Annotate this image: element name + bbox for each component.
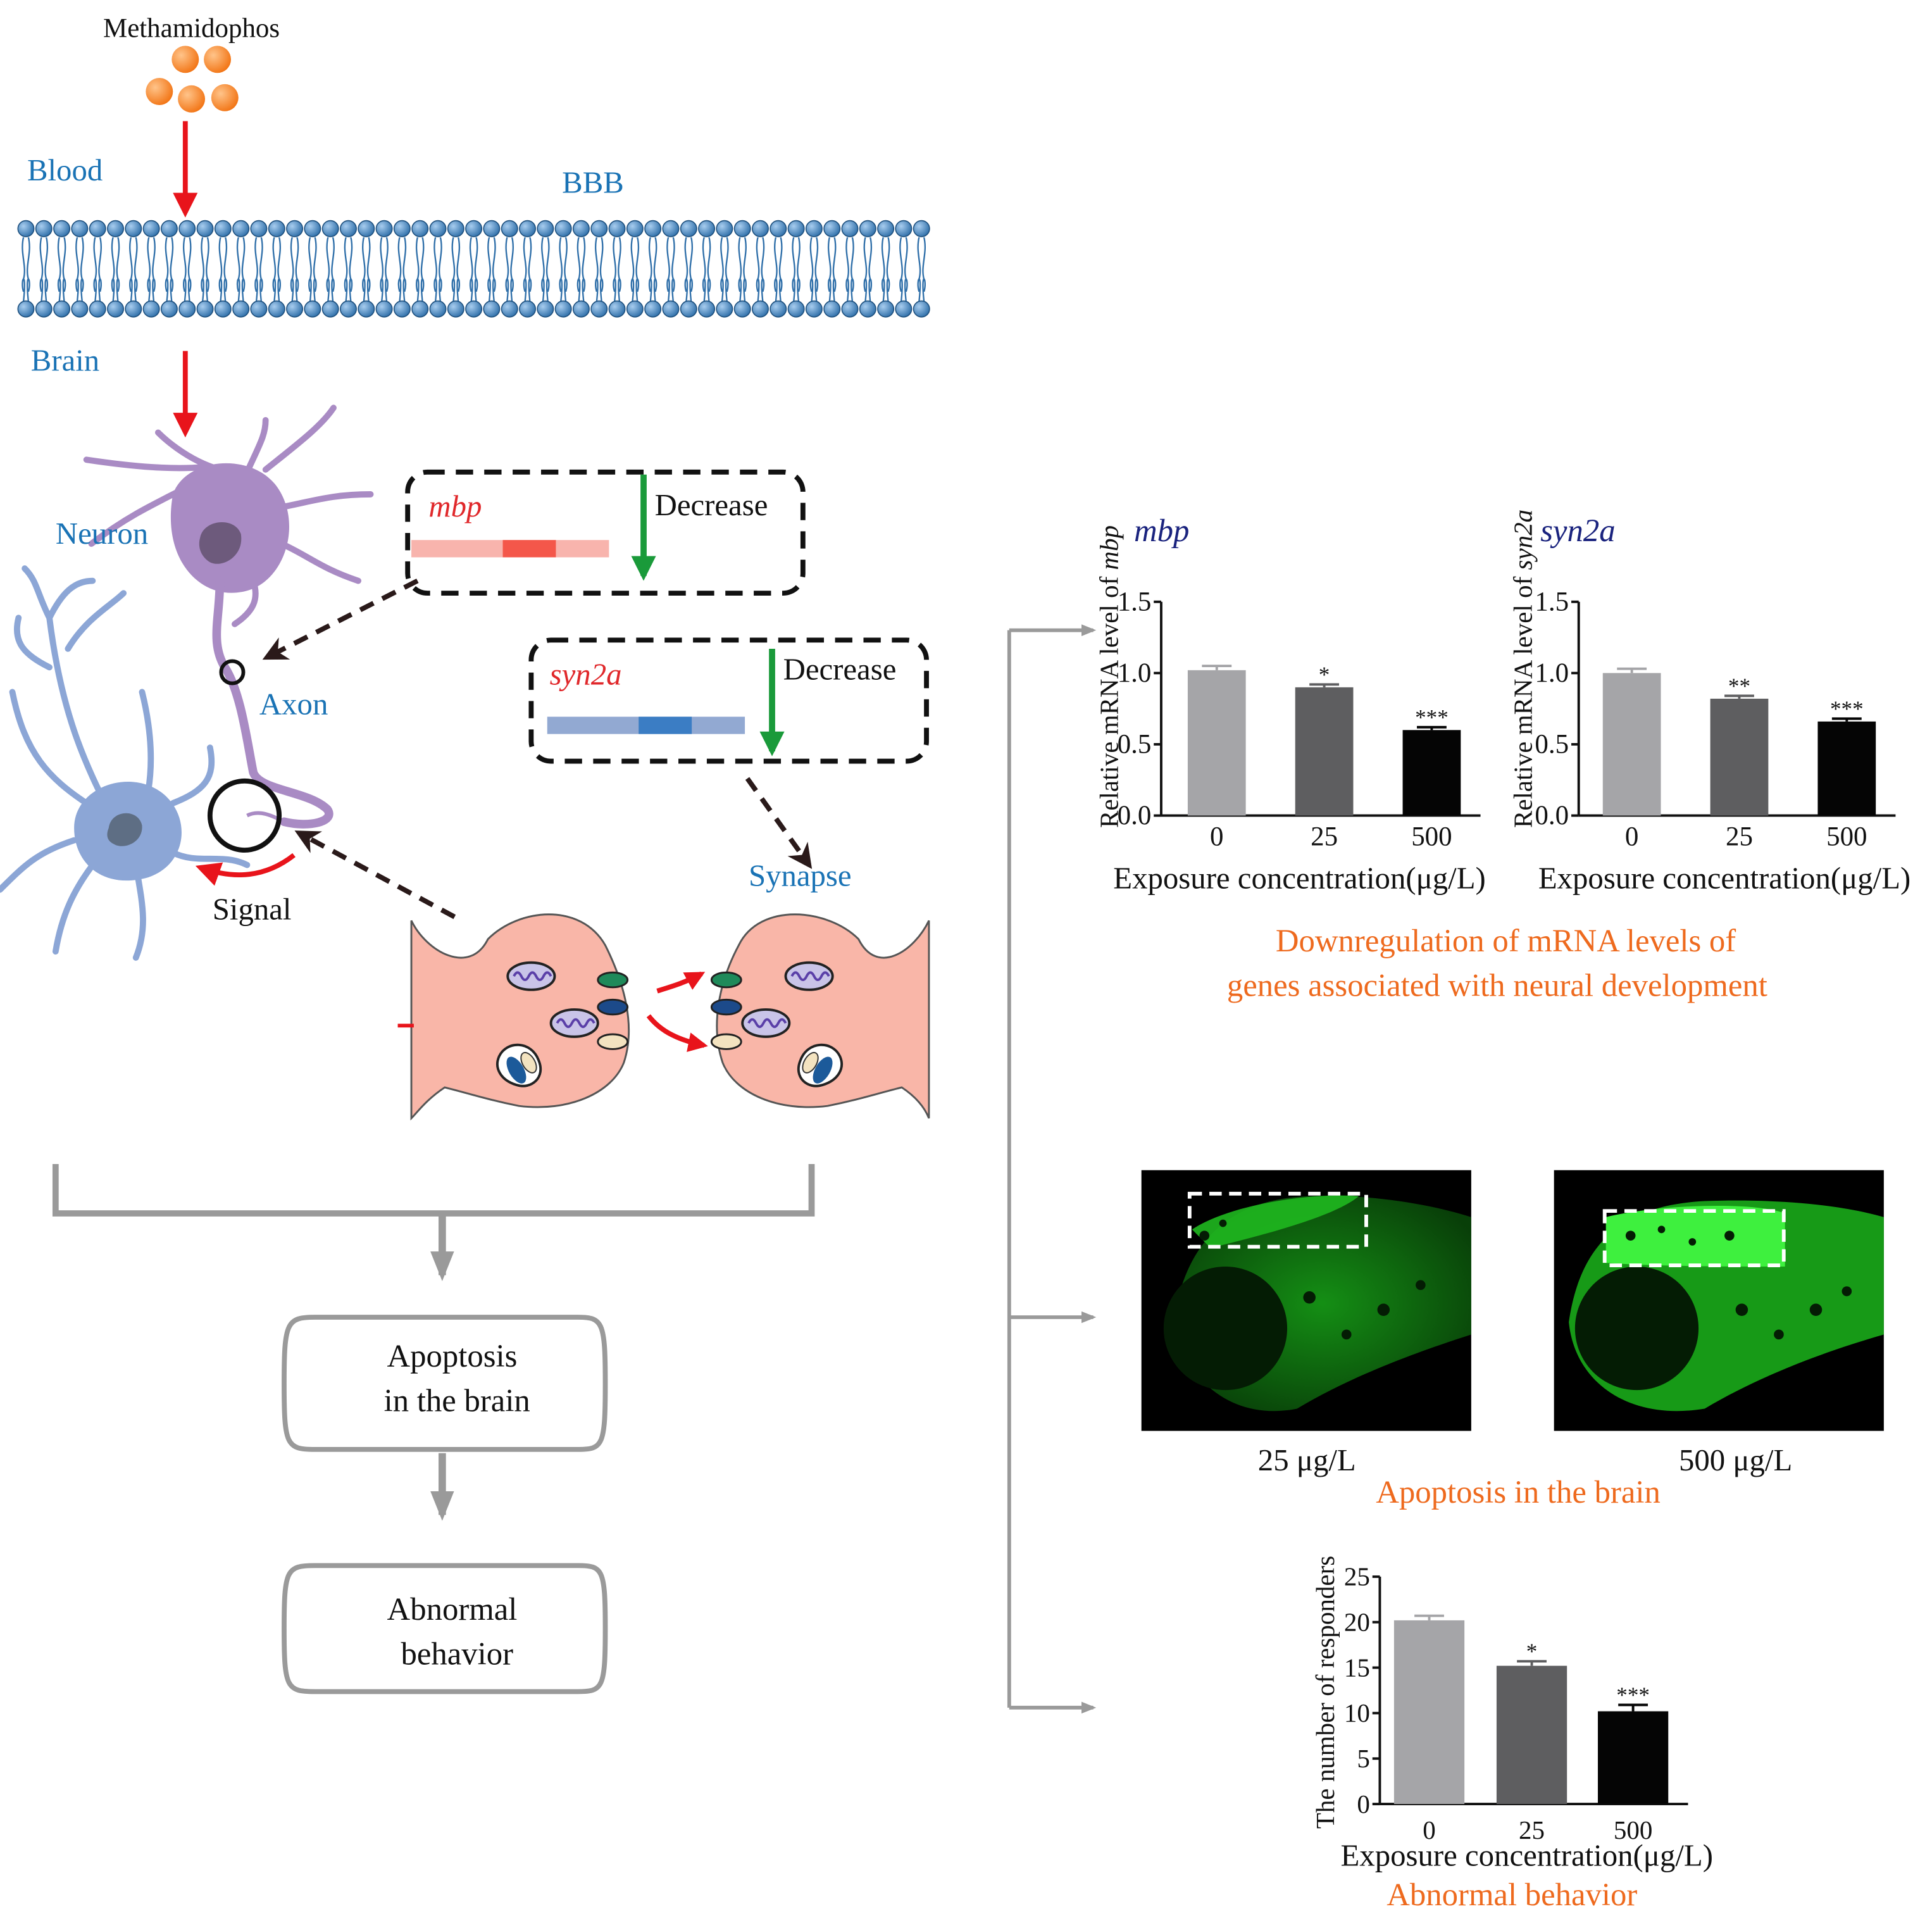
x-tick-label: 500 bbox=[1826, 822, 1867, 851]
y-tick-label: 1.0 bbox=[1118, 658, 1152, 688]
significance-label: *** bbox=[1616, 1683, 1650, 1708]
behavior-step-line2: behavior bbox=[401, 1636, 513, 1672]
binding-arrow bbox=[646, 1014, 708, 1052]
y-tick-label: 20 bbox=[1344, 1607, 1370, 1636]
bbb-label: BBB bbox=[562, 166, 624, 200]
x-tick-label: 25 bbox=[1311, 822, 1338, 851]
significance-label: * bbox=[1319, 662, 1330, 687]
y-tick-label: 0.0 bbox=[1118, 801, 1152, 830]
significance-label: *** bbox=[1830, 696, 1864, 721]
bar bbox=[1710, 698, 1769, 816]
bar bbox=[1393, 1620, 1465, 1805]
y-tick-label: 1.5 bbox=[1535, 587, 1569, 617]
x-tick-label: 25 bbox=[1726, 822, 1753, 851]
brain-label: Brain bbox=[31, 344, 99, 378]
y-tick-label: 5 bbox=[1357, 1744, 1370, 1773]
mbp-decrease-label: Decrease bbox=[655, 488, 768, 522]
synapse-to-neuron-arrow bbox=[294, 830, 456, 919]
methamidophos-label: Methamidophos bbox=[103, 14, 280, 44]
mrna-caption-line1: Downregulation of mRNA levels of bbox=[1276, 923, 1736, 958]
y-tick-label: 0 bbox=[1357, 1789, 1370, 1819]
syn2a-to-synapse-arrow bbox=[745, 777, 813, 869]
signal-arrow bbox=[195, 853, 296, 886]
y-tick-label: 0.5 bbox=[1535, 730, 1569, 760]
apoptosis-step-box: Apoptosis in the brain bbox=[282, 1315, 608, 1452]
bar bbox=[1402, 730, 1461, 816]
apoptosis-step-line1: Apoptosis bbox=[387, 1338, 518, 1374]
mbp-to-axon-arrow bbox=[262, 579, 419, 660]
left-flow-connectors bbox=[52, 1163, 815, 1521]
receptors bbox=[597, 971, 742, 1050]
right-bracket-connector bbox=[1007, 624, 1097, 1714]
release-arrow bbox=[656, 971, 706, 994]
mrna-caption-line2: genes associated with neural development bbox=[1227, 967, 1767, 1003]
bar bbox=[1602, 673, 1661, 816]
micrograph-500-label: 500 μg/L bbox=[1679, 1443, 1792, 1477]
significance-label: *** bbox=[1415, 705, 1449, 730]
synapse-label: Synapse bbox=[749, 859, 852, 893]
y-tick-label: 25 bbox=[1344, 1562, 1370, 1591]
micrograph-25-label: 25 μg/L bbox=[1258, 1443, 1356, 1477]
vesicles bbox=[496, 1043, 843, 1087]
syn2a-gene-label: syn2a bbox=[550, 658, 622, 692]
syn2a-gene-highlight bbox=[639, 717, 692, 734]
y-tick-label: 0.5 bbox=[1118, 730, 1152, 760]
bar bbox=[1496, 1665, 1567, 1805]
y-axis-label: The number of responders bbox=[1311, 1556, 1340, 1829]
syn2a-decrease-box: syn2a Decrease bbox=[528, 637, 929, 764]
y-axis-label: Relative mRNA level of syn2a bbox=[1509, 510, 1538, 828]
synapse-marker-circle bbox=[207, 778, 282, 853]
y-axis-label: Relative mRNA level of mbp bbox=[1095, 525, 1124, 828]
blood-brain-barrier-membrane bbox=[17, 220, 930, 318]
axon-marker-circle bbox=[219, 659, 246, 686]
syn2a-decrease-label: Decrease bbox=[783, 653, 897, 687]
neuron-label: Neuron bbox=[56, 517, 148, 551]
y-tick-label: 0.0 bbox=[1535, 801, 1569, 830]
synapse-illustration bbox=[397, 913, 930, 1121]
x-axis-label: Exposure concentration(μg/L) bbox=[1113, 861, 1485, 896]
methamidophos-molecules bbox=[146, 46, 239, 113]
y-tick-label: 1.5 bbox=[1118, 587, 1152, 617]
x-tick-label: 500 bbox=[1411, 822, 1452, 851]
apoptosis-step-line2: in the brain bbox=[384, 1382, 530, 1418]
mbp-gene-label: mbp bbox=[428, 489, 482, 523]
mbp-decrease-box: mbp Decrease bbox=[405, 469, 806, 596]
bar bbox=[1817, 721, 1876, 816]
significance-label: ** bbox=[1728, 673, 1750, 698]
significance-label: * bbox=[1526, 1639, 1538, 1664]
blood-label: Blood bbox=[27, 153, 103, 187]
y-tick-label: 10 bbox=[1344, 1698, 1370, 1727]
x-axis-label: Exposure concentration(μg/L) bbox=[1538, 861, 1910, 896]
x-tick-label: 500 bbox=[1614, 1815, 1652, 1844]
behavior-caption: Abnormal behavior bbox=[1387, 1877, 1637, 1912]
neuron-illustration-blue bbox=[0, 565, 251, 961]
chart-title: mbp bbox=[1134, 513, 1189, 548]
behavior-step-line1: Abnormal bbox=[387, 1591, 518, 1627]
behavior-step-box: Abnormal behavior bbox=[282, 1563, 608, 1694]
mbp-gene-highlight bbox=[502, 540, 556, 558]
x-tick-label: 0 bbox=[1210, 822, 1223, 851]
micrograph-500 bbox=[1554, 1170, 1884, 1431]
axon-label: Axon bbox=[259, 687, 328, 721]
y-tick-label: 15 bbox=[1344, 1653, 1370, 1682]
x-axis-label: Exposure concentration(μg/L) bbox=[1340, 1839, 1712, 1873]
micrograph-25 bbox=[1141, 1170, 1471, 1431]
chart-title: syn2a bbox=[1540, 513, 1615, 548]
x-tick-label: 0 bbox=[1625, 822, 1638, 851]
x-tick-label: 25 bbox=[1519, 1815, 1545, 1844]
apoptosis-caption: Apoptosis in the brain bbox=[1376, 1474, 1661, 1510]
mitochondria bbox=[506, 961, 834, 1038]
signal-label: Signal bbox=[213, 892, 292, 926]
x-tick-label: 0 bbox=[1423, 1815, 1436, 1844]
bar bbox=[1187, 670, 1246, 816]
bar bbox=[1295, 687, 1354, 816]
y-tick-label: 1.0 bbox=[1535, 658, 1569, 688]
bar bbox=[1597, 1711, 1669, 1805]
neuron-illustration-purple bbox=[83, 404, 374, 829]
